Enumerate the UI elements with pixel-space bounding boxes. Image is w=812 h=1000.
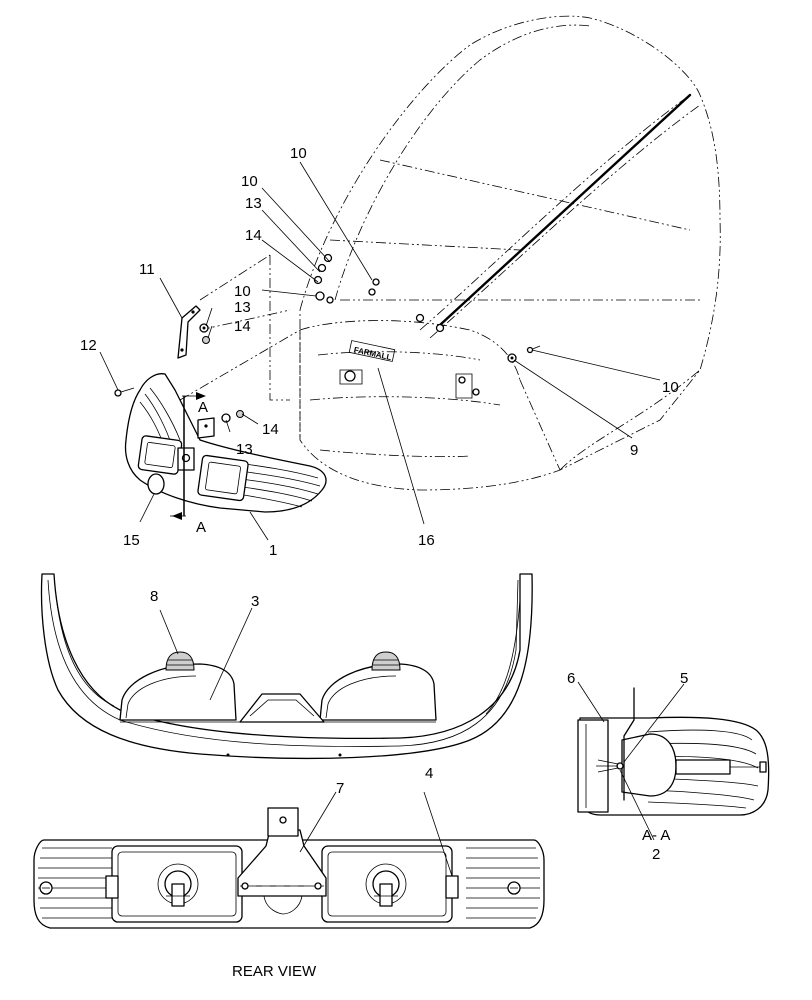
callout-4: 4 (425, 765, 433, 782)
lamp-8-left (165, 651, 195, 671)
socket-right (365, 863, 407, 907)
hood-vent-strip (438, 93, 692, 327)
hood-emblem: FARMALL (348, 340, 396, 362)
callout-16: 16 (418, 532, 435, 549)
hood-fasteners (313, 253, 541, 399)
lamp-8-right (371, 651, 401, 671)
nut-14a (202, 336, 210, 344)
callout-14b: 14 (234, 318, 251, 335)
washer-13c (221, 413, 231, 423)
callout-7: 7 (336, 780, 344, 797)
callout-15: 15 (123, 532, 140, 549)
bracket-11 (177, 305, 201, 359)
callout-13b: 13 (234, 299, 251, 316)
top-view-light-assembly (40, 573, 533, 760)
hood-outline (179, 15, 721, 491)
section-mark-top: A (198, 399, 208, 416)
callout-8: 8 (150, 588, 158, 605)
callout-13c: 13 (236, 441, 253, 458)
socket-left (157, 863, 199, 907)
front-light-bar (124, 373, 327, 513)
callout-1: 1 (269, 542, 277, 559)
callout-10b: 10 (241, 173, 258, 190)
washer-13a (199, 323, 209, 333)
callout-5: 5 (680, 670, 688, 687)
callout-10c: 10 (234, 283, 251, 300)
rear-view-assembly (33, 807, 545, 929)
callout-14a: 14 (245, 227, 262, 244)
section-label-a-a: A- A (642, 827, 670, 844)
callout-11: 11 (139, 261, 155, 278)
callout-9: 9 (630, 442, 638, 459)
callout-14c: 14 (262, 421, 279, 438)
callout-10d: 10 (662, 379, 679, 396)
callout-12: 12 (80, 337, 97, 354)
callout-3: 3 (251, 593, 259, 610)
nut-14c (236, 410, 244, 418)
callouts: 10 10 13 14 11 10 13 14 12 10 14 13 9 15… (80, 145, 688, 863)
leader-lines (99, 161, 685, 877)
section-line-a-a: A A (170, 392, 208, 536)
callout-13a: 13 (245, 195, 262, 212)
lens-cap-15 (147, 473, 165, 495)
rear-view-caption: REAR VIEW (232, 963, 317, 980)
callout-6: 6 (567, 670, 575, 687)
callout-10a: 10 (290, 145, 307, 162)
callout-2: 2 (652, 846, 660, 863)
section-mark-bottom: A (196, 519, 206, 536)
section-a-a-view (577, 687, 770, 816)
